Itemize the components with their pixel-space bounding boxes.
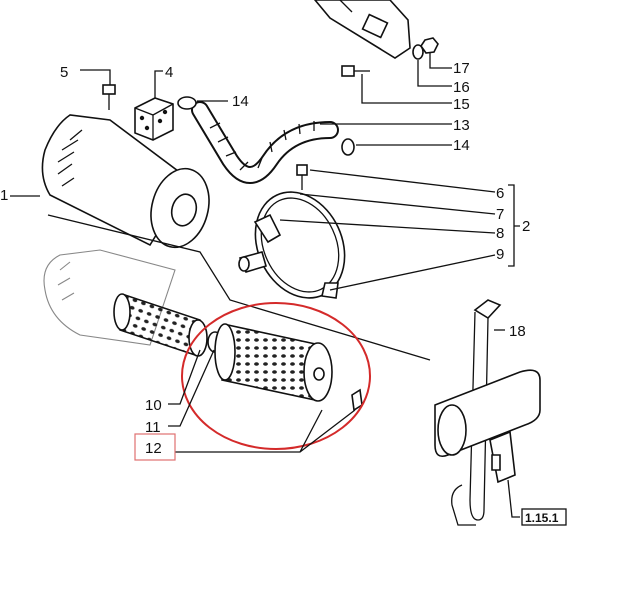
leader-ref (507, 479, 520, 518)
leader-7 (299, 193, 496, 215)
screw-part-6 (296, 164, 308, 190)
label-6: 6 (496, 185, 504, 202)
indicator-box (434, 369, 541, 484)
leader-12 (175, 409, 356, 453)
clamp-part-14-right (341, 138, 355, 156)
leader-17 (429, 53, 452, 69)
label-16: 16 (453, 79, 470, 96)
leader-16 (417, 60, 452, 87)
bolt-part-5 (102, 84, 116, 110)
label-4: 4 (165, 64, 173, 81)
label-18: 18 (509, 323, 526, 340)
ghost-housing-outline (43, 249, 176, 346)
filter-housing-part-1 (41, 114, 210, 249)
label-13: 13 (453, 117, 470, 134)
reference-label: 1.15.1 (525, 511, 559, 525)
outer-filter-element-part-12 (214, 323, 333, 402)
bracket-block-part-4 (134, 97, 174, 141)
label-1: 1 (0, 187, 8, 204)
leader-15 (361, 74, 452, 104)
label-7: 7 (496, 206, 504, 223)
bolt-part-15 (341, 65, 370, 77)
label-12: 12 (145, 440, 162, 457)
leader-6 (309, 169, 496, 193)
leader-11 (168, 349, 215, 427)
hose-part-13 (191, 101, 339, 184)
housing-guide-line (47, 214, 431, 361)
label-14-right: 14 (453, 137, 470, 154)
leader-4 (154, 70, 163, 98)
clamp-part-14-top (177, 96, 197, 110)
label-11: 11 (145, 419, 161, 436)
top-bracket-part (313, 0, 411, 59)
label-14-top: 14 (232, 93, 249, 110)
leader-9 (329, 254, 496, 291)
bracket-2 (508, 184, 520, 267)
washer-part-16 (412, 44, 424, 60)
leader-10 (168, 349, 201, 405)
label-9: 9 (496, 246, 504, 263)
label-17: 17 (453, 60, 470, 77)
band-clamp-assembly-part-2 (238, 191, 346, 299)
label-8: 8 (496, 225, 504, 242)
leader-8 (279, 219, 496, 234)
label-2: 2 (522, 218, 530, 235)
leader-5 (80, 69, 111, 85)
label-10: 10 (145, 397, 162, 414)
inner-filter-element-part-10 (113, 293, 208, 357)
label-15: 15 (453, 96, 470, 113)
reference-box (521, 508, 567, 526)
highlight-box-12 (134, 433, 176, 461)
label-5: 5 (60, 64, 68, 81)
highlight-ellipse (181, 302, 371, 450)
